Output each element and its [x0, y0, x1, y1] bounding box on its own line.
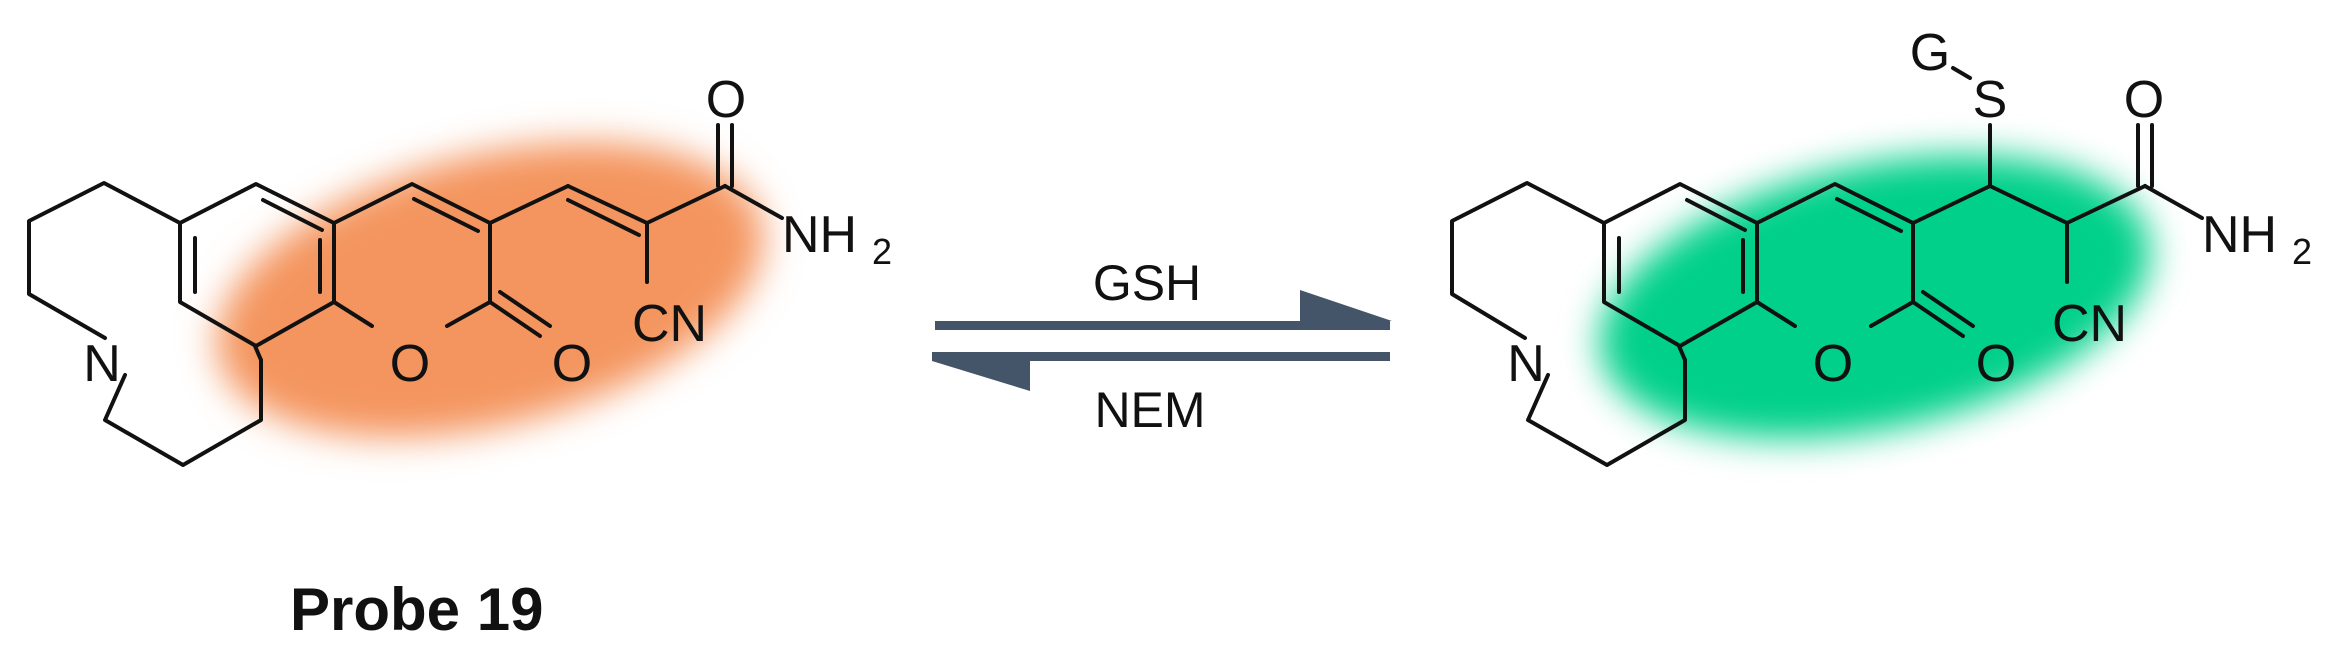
amide-h-subscript: 2: [2292, 231, 2312, 272]
ring-oxygen-atom: O: [1813, 335, 1853, 393]
reverse-reagent-label: NEM: [1094, 382, 1205, 438]
forward-reagent-label: GSH: [1093, 255, 1201, 311]
nitrogen-atom: N: [1507, 335, 1545, 393]
sulfur-atom: S: [1973, 71, 2008, 129]
carbonyl-oxygen-atom: O: [552, 335, 592, 393]
cyano-label: CN: [2052, 295, 2127, 353]
glutathione-adduct-structure: N O O O NH 2 CN S G: [1450, 24, 2312, 467]
amide-oxygen-atom: O: [2124, 71, 2164, 129]
adduct-bonds: [1450, 66, 2204, 467]
ring-oxygen-atom: O: [390, 335, 430, 393]
amide-nh-label: NH: [782, 206, 857, 264]
probe-bonds: [27, 123, 784, 467]
amide-oxygen-atom: O: [706, 71, 746, 129]
forward-arrow: [935, 290, 1392, 330]
probe-caption: Probe 19: [290, 576, 543, 643]
amide-h-subscript: 2: [872, 231, 892, 272]
carbonyl-oxygen-atom: O: [1976, 335, 2016, 393]
reverse-arrow: [932, 352, 1390, 391]
probe-19-structure: N O O O NH 2 CN Probe 19: [27, 71, 892, 643]
equilibrium-arrows: GSH NEM: [932, 255, 1392, 438]
glutathione-label: G: [1910, 24, 1950, 82]
cyano-label: CN: [632, 295, 707, 353]
nitrogen-atom: N: [83, 335, 121, 393]
amide-nh-label: NH: [2202, 206, 2277, 264]
